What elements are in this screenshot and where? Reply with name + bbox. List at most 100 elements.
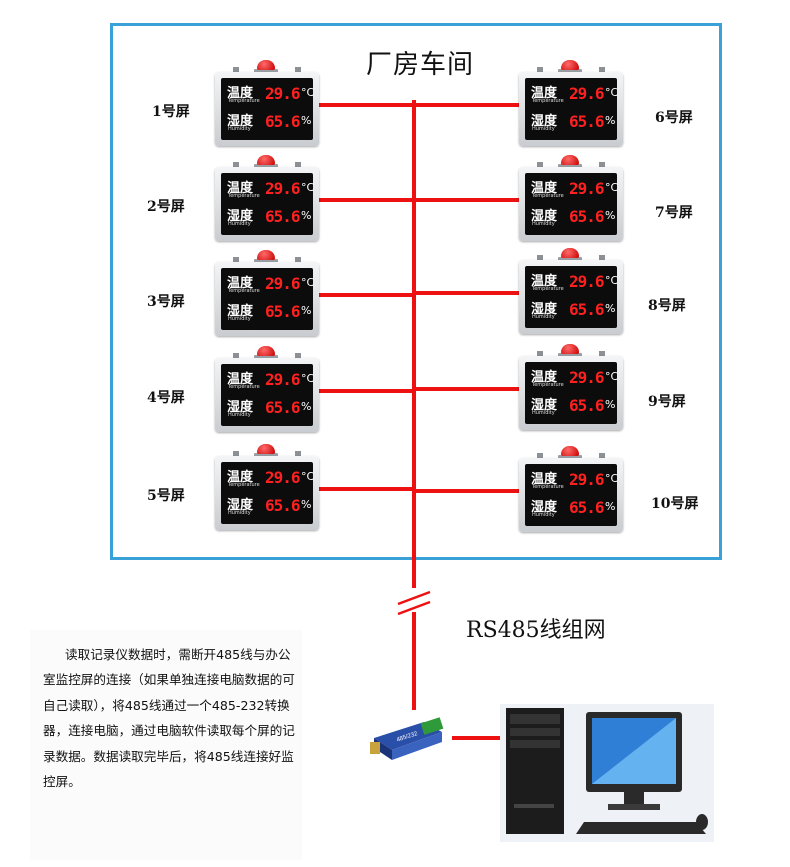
hum-value: 65.6 [569,396,604,415]
temperature-row: 温度Temperature29.6°C [225,367,311,394]
network-label: RS485线组网 [466,612,606,644]
hum-unit: % [605,398,615,411]
temp-value: 29.6 [569,179,604,198]
hum-unit: % [301,400,311,413]
monitoring-screen-right: 温度Temperature29.6°C湿度Humidity65.6% [519,72,623,146]
line-break-icon [396,590,432,616]
temp-value: 29.6 [265,274,300,293]
screen-label-right: 10号屏 [651,493,698,513]
temp-label-en: Temperature [228,288,260,294]
hum-unit: % [301,498,311,511]
alarm-lamp-icon [257,444,275,454]
humidity-row: 湿度Humidity65.6% [225,493,311,520]
hum-value: 65.6 [569,207,604,226]
instruction-note: 读取记录仪数据时，需断开485线与办公室监控屏的连接（如果单独连接电脑数据的可自… [43,642,297,794]
bus-lower-line [412,612,416,710]
hum-label-en: Humidity [228,221,251,227]
temp-unit: °C [605,274,618,287]
monitoring-screen-left: 温度Temperature29.6°C湿度Humidity65.6% [215,167,319,241]
temp-label-en: Temperature [228,384,260,390]
monitoring-screen-left: 温度Temperature29.6°C湿度Humidity65.6% [215,72,319,146]
hum-unit: % [301,114,311,127]
temp-unit: °C [605,86,618,99]
temp-value: 29.6 [569,84,604,103]
temp-label-en: Temperature [228,193,260,199]
hum-unit: % [605,302,615,315]
screen-label-right: 8号屏 [648,295,686,315]
hum-value: 65.6 [265,207,300,226]
alarm-lamp-icon [561,446,579,456]
alarm-lamp-icon [561,248,579,258]
hum-value: 65.6 [569,300,604,319]
hum-label-en: Humidity [228,412,251,418]
connect-line-right [414,387,521,391]
hum-unit: % [605,209,615,222]
temp-unit: °C [605,181,618,194]
led-panel: 温度Temperature29.6°C湿度Humidity65.6% [525,266,617,328]
temp-label-en: Temperature [532,484,564,490]
connect-line-left [319,293,414,297]
screen-label-right: 6号屏 [655,107,693,127]
monitoring-screen-right: 温度Temperature29.6°C湿度Humidity65.6% [519,356,623,430]
temp-label-en: Temperature [228,482,260,488]
connect-line-left [319,487,414,491]
hum-label-en: Humidity [228,316,251,322]
connect-line-right [414,291,521,295]
humidity-row: 湿度Humidity65.6% [225,395,311,422]
pc-link-line [452,736,502,740]
temp-value: 29.6 [265,179,300,198]
hum-unit: % [301,209,311,222]
hum-unit: % [301,304,311,317]
desktop-computer-icon [500,704,714,842]
hum-value: 65.6 [569,498,604,517]
hum-value: 65.6 [569,112,604,131]
hall-title: 厂房车间 [366,44,474,81]
temp-unit: °C [301,276,314,289]
hum-label-en: Humidity [532,221,555,227]
temp-label-en: Temperature [228,98,260,104]
led-panel: 温度Temperature29.6°C湿度Humidity65.6% [525,173,617,235]
screen-label-left: 2号屏 [147,196,185,216]
hum-unit: % [605,500,615,513]
connect-line-left [319,198,414,202]
temp-value: 29.6 [569,470,604,489]
temp-label-en: Temperature [532,193,564,199]
screen-label-left: 4号屏 [147,387,185,407]
temp-value: 29.6 [265,468,300,487]
temperature-row: 温度Temperature29.6°C [529,81,615,108]
temp-value: 29.6 [569,272,604,291]
bus-trunk-line [412,100,416,588]
connect-line-right [414,198,521,202]
led-panel: 温度Temperature29.6°C湿度Humidity65.6% [221,268,313,330]
led-panel: 温度Temperature29.6°C湿度Humidity65.6% [221,364,313,426]
hum-unit: % [605,114,615,127]
screen-label-left: 3号屏 [147,291,185,311]
humidity-row: 湿度Humidity65.6% [529,393,615,420]
temp-value: 29.6 [265,84,300,103]
screen-label-left: 5号屏 [147,485,185,505]
monitoring-screen-left: 温度Temperature29.6°C湿度Humidity65.6% [215,358,319,432]
alarm-lamp-icon [561,344,579,354]
led-panel: 温度Temperature29.6°C湿度Humidity65.6% [221,462,313,524]
alarm-lamp-icon [257,60,275,70]
temp-unit: °C [301,86,314,99]
hum-label-en: Humidity [532,410,555,416]
temp-label-en: Temperature [532,286,564,292]
temp-label-en: Temperature [532,382,564,388]
